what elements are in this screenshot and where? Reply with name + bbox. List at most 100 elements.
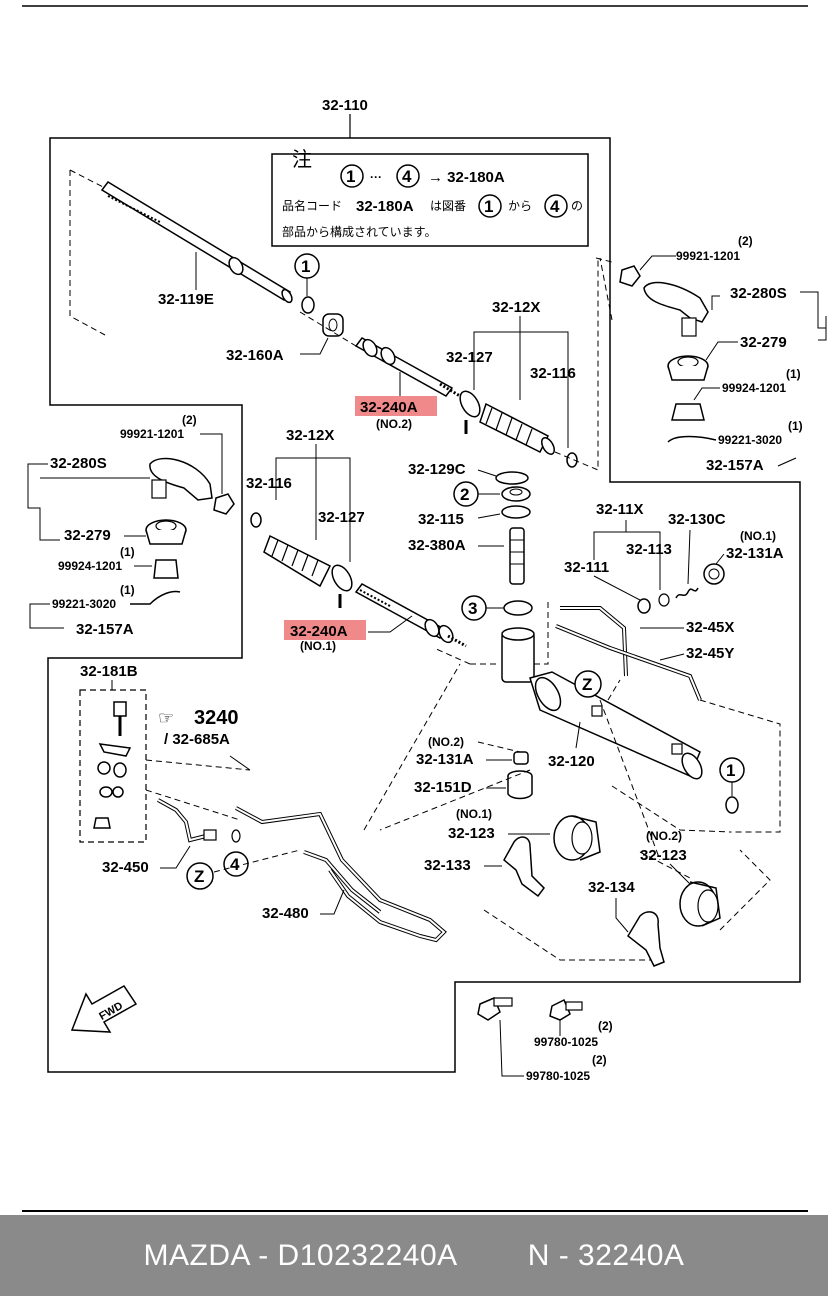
label-qty1-d: (1) <box>120 583 135 597</box>
footer-bar: MAZDA - D10232240A N - 32240A <box>0 1215 828 1296</box>
gear-housing-32-120 <box>501 627 703 780</box>
label-32-450: 32-450 <box>102 859 149 876</box>
seal-32-129c <box>495 471 529 485</box>
note-line2-c: は図番 <box>430 199 466 213</box>
label-32-279-left: 32-279 <box>64 527 111 544</box>
label-no1-c: (NO.1) <box>456 807 492 821</box>
label-32-240a-no2: 32-240A <box>360 399 418 416</box>
label-32-129c: 32-129C <box>408 461 466 478</box>
ref-circle-4 <box>223 851 249 877</box>
label-32-123-left: 32-123 <box>448 825 495 842</box>
note-line2-b: 32-180A <box>356 198 414 215</box>
label-32-685a: / 32-685A <box>164 731 230 748</box>
pipe-32-450 <box>157 798 207 843</box>
highlight-32-240a-no1 <box>284 620 366 640</box>
note-kanji: 注 <box>292 148 312 171</box>
label-32-133: 32-133 <box>424 857 471 874</box>
castle-nut-left <box>153 559 179 579</box>
nut-left <box>213 493 235 515</box>
note-arrow-target: → 32-180A <box>428 169 505 186</box>
inner-rod-32-119e <box>69 169 293 336</box>
note-box <box>271 153 589 247</box>
label-no1-a: (NO.1) <box>300 639 336 653</box>
z-mark-bottom <box>186 862 214 890</box>
cap-32-131a <box>513 751 529 765</box>
valve-32-380a <box>509 527 525 585</box>
label-32-151d: 32-151D <box>414 779 472 796</box>
small-washer <box>301 296 315 314</box>
kit-parts <box>93 701 132 829</box>
label-32-116-left: 32-116 <box>246 475 292 492</box>
part-32-160a <box>322 313 344 337</box>
assembly-outline <box>47 137 801 1073</box>
bracket-32-134 <box>627 911 665 967</box>
seal-ring-3 <box>503 600 533 616</box>
kit-box-32-181b <box>79 689 147 843</box>
ref-circle-2-num: 2 <box>460 485 469 504</box>
label-32-119e: 32-119E <box>158 291 214 308</box>
label-qty2-a: (2) <box>738 234 753 248</box>
mount-rubber-no1 <box>553 815 601 861</box>
small-washer-right <box>725 796 739 814</box>
label-99921-left: 99921-1201 <box>120 427 184 441</box>
label-99221-right: 99221-3020 <box>718 433 782 447</box>
label-32-116-top: 32-116 <box>530 365 576 382</box>
ref-circle-1-right-num: 1 <box>726 761 735 780</box>
label-32-480: 32-480 <box>262 905 309 922</box>
label-32-130c: 32-130C <box>668 511 726 528</box>
plug-32-111 <box>637 563 725 614</box>
footer-part-number: MAZDA - D10232240A <box>143 1238 458 1272</box>
note-circle-b <box>544 194 568 218</box>
note-ellipsis: ··· <box>370 170 382 184</box>
note-line2-e: の <box>571 199 583 213</box>
label-no2-c: (NO.2) <box>646 829 682 843</box>
bolt-99780-b <box>549 998 583 1021</box>
label-32-115: 32-115 <box>418 511 464 528</box>
label-99780-a: 99780-1025 <box>534 1035 598 1049</box>
label-qty1-c: (1) <box>120 545 135 559</box>
bracket-32-133 <box>503 836 545 898</box>
label-no1-b: (NO.1) <box>740 529 776 543</box>
label-32-127-top: 32-127 <box>446 349 493 366</box>
boot-upper <box>459 390 578 468</box>
label-32-134: 32-134 <box>588 879 635 896</box>
boot-left <box>250 512 353 608</box>
tie-rod-end-right <box>643 281 709 337</box>
seal-ring-2 <box>501 486 531 502</box>
washer-32-279-right <box>667 355 709 381</box>
label-99924-left: 99924-1201 <box>58 559 122 573</box>
seal-32-115 <box>501 505 531 519</box>
label-99221-left: 99221-3020 <box>52 597 116 611</box>
footer-reference: N - 32240A <box>527 1238 685 1272</box>
label-qty1-a: (1) <box>786 367 801 381</box>
z-mark-top-letter: Z <box>582 675 592 694</box>
ref-circle-3-num: 3 <box>468 599 477 618</box>
label-32-45x: 32-45X <box>686 619 734 636</box>
label-32-11x: 32-11X <box>596 501 644 518</box>
label-99924-right: 99924-1201 <box>722 381 786 395</box>
label-32-12x-left: 32-12X <box>286 427 334 444</box>
note-circle-start <box>340 164 364 188</box>
label-32-280s-right: 32-280S <box>730 285 787 302</box>
label-99780-b: 99780-1025 <box>526 1069 590 1083</box>
nut-right <box>619 265 641 287</box>
label-3240: 3240 <box>194 707 239 729</box>
label-32-181b: 32-181B <box>80 663 138 680</box>
bushing-32-151d <box>507 770 533 800</box>
label-32-127-left: 32-127 <box>318 509 365 526</box>
castle-nut-right <box>671 403 705 421</box>
note-circle-start-num: 1 <box>346 167 355 186</box>
rod-end-no2 <box>354 337 461 398</box>
label-qty2-d: (2) <box>592 1053 607 1067</box>
label-32-110: 32-110 <box>322 97 368 114</box>
ref-circle-4-num: 4 <box>230 855 240 874</box>
tie-rod-end-left <box>149 457 213 501</box>
label-32-131a-mid: 32-131A <box>416 751 474 768</box>
fwd-arrow-icon: FWD <box>70 985 138 1033</box>
label-32-157a-right: 32-157A <box>706 457 764 474</box>
label-no2-a: (NO.2) <box>376 417 412 431</box>
z-mark-top <box>574 670 602 698</box>
label-32-280s-left: 32-280S <box>50 455 107 472</box>
label-qty1-b: (1) <box>788 419 803 433</box>
pointer-icon: ☞ <box>158 708 174 728</box>
